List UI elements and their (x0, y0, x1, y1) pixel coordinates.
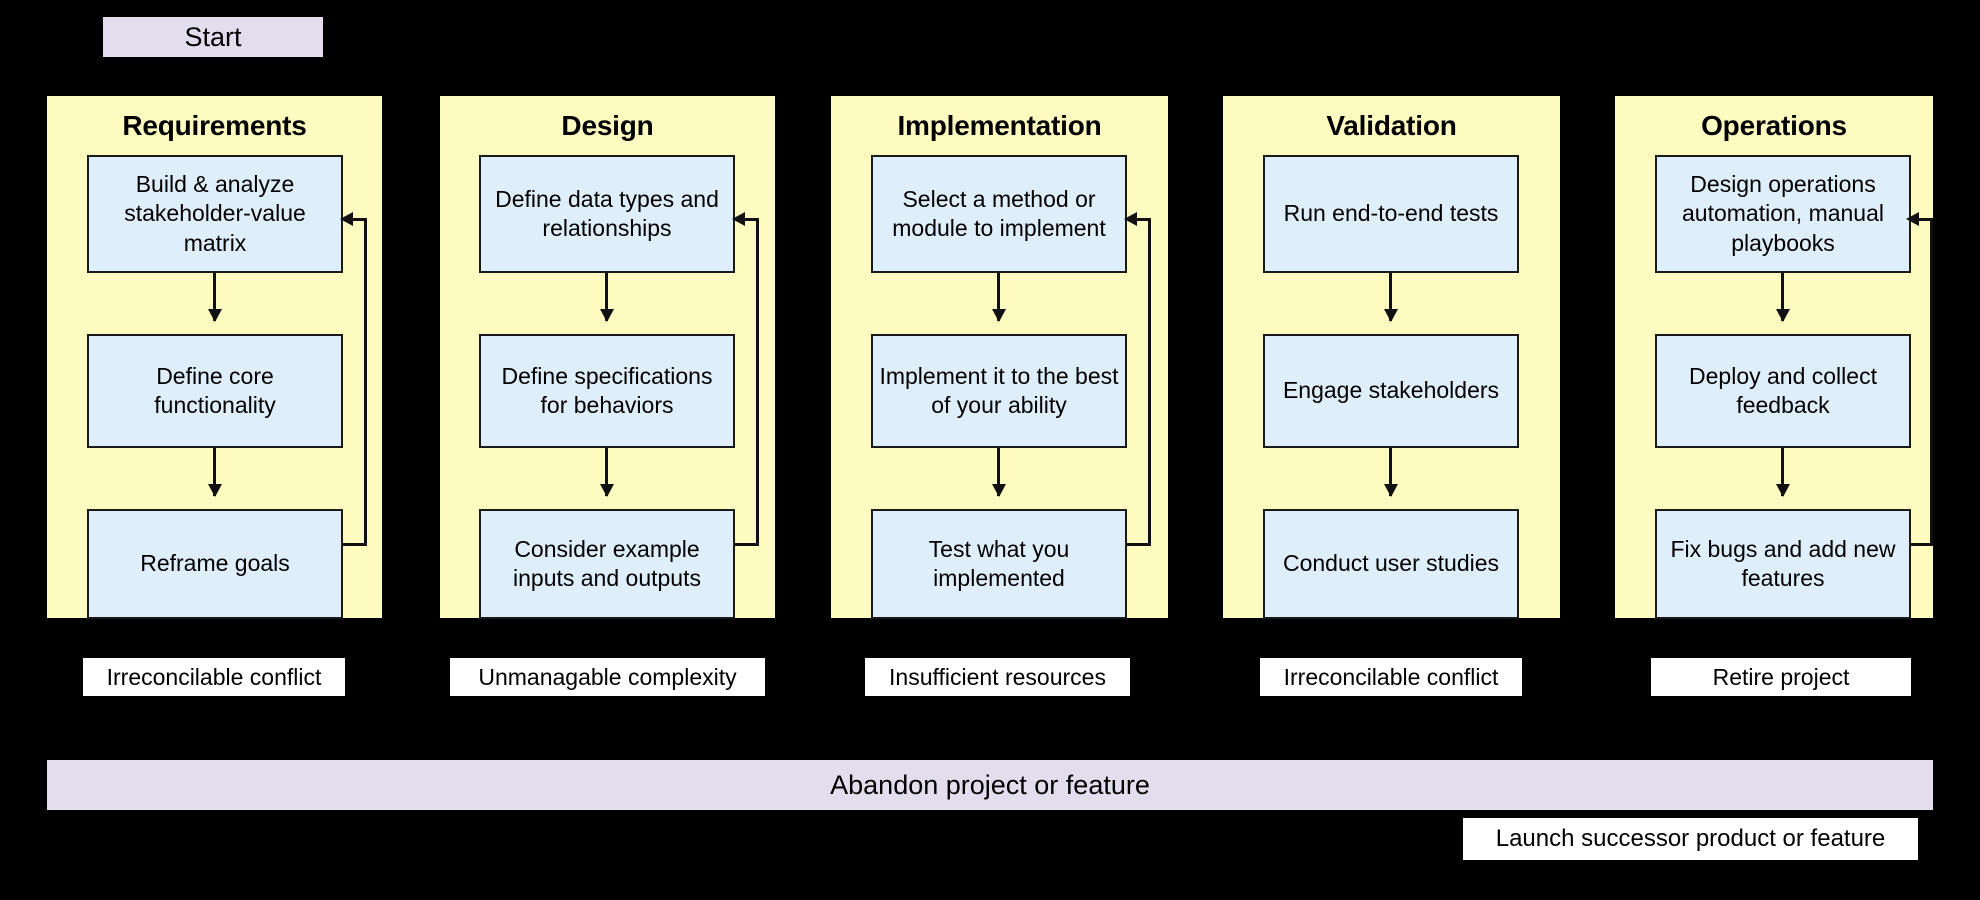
step-operations-3[interactable]: Fix bugs and add new features (1655, 509, 1911, 619)
arrow-validation-1-2 (1389, 273, 1392, 321)
step-implementation-3[interactable]: Test what you implemented (871, 509, 1127, 619)
step-design-2[interactable]: Define specifications for behaviors (479, 334, 735, 448)
step-implementation-2[interactable]: Implement it to the best of your ability (871, 334, 1127, 448)
phase-title-implementation: Implementation (897, 110, 1102, 141)
exit-label-operations: Retire project (1651, 658, 1911, 696)
arrow-implementation-1-2 (997, 273, 1000, 321)
phase-title-validation: Validation (1326, 110, 1457, 141)
step-validation-1[interactable]: Run end-to-end tests (1263, 155, 1519, 273)
arrow-validation-2-3 (1389, 448, 1392, 496)
step-operations-2[interactable]: Deploy and collect feedback (1655, 334, 1911, 448)
phase-title-operations: Operations (1701, 110, 1847, 141)
abandon-node[interactable]: Abandon project or feature (47, 760, 1933, 810)
phase-title-design: Design (561, 110, 654, 141)
step-operations-1[interactable]: Design operations automation, manual pla… (1655, 155, 1911, 273)
exit-label-design: Unmanagable complexity (450, 658, 765, 696)
step-validation-2[interactable]: Engage stakeholders (1263, 334, 1519, 448)
arrow-requirements-1-2 (213, 273, 216, 321)
arrow-implementation-2-3 (997, 448, 1000, 496)
step-requirements-1[interactable]: Build & analyze stakeholder-value matrix (87, 155, 343, 273)
step-requirements-2[interactable]: Define core functionality (87, 334, 343, 448)
arrow-design-2-3 (605, 448, 608, 496)
launch-successor-node[interactable]: Launch successor product or feature (1463, 818, 1918, 860)
arrow-design-1-2 (605, 273, 608, 321)
exit-label-validation: Irreconcilable conflict (1260, 658, 1522, 696)
phase-title-requirements: Requirements (122, 110, 307, 141)
arrow-operations-1-2 (1781, 273, 1784, 321)
step-validation-3[interactable]: Conduct user studies (1263, 509, 1519, 619)
arrow-requirements-2-3 (213, 448, 216, 496)
exit-label-requirements: Irreconcilable conflict (83, 658, 345, 696)
arrow-operations-2-3 (1781, 448, 1784, 496)
step-implementation-1[interactable]: Select a method or module to implement (871, 155, 1127, 273)
step-design-3[interactable]: Consider example inputs and outputs (479, 509, 735, 619)
exit-label-implementation: Insufficient resources (865, 658, 1130, 696)
start-node[interactable]: Start (103, 17, 323, 57)
step-requirements-3[interactable]: Reframe goals (87, 509, 343, 619)
step-design-1[interactable]: Define data types and relationships (479, 155, 735, 273)
